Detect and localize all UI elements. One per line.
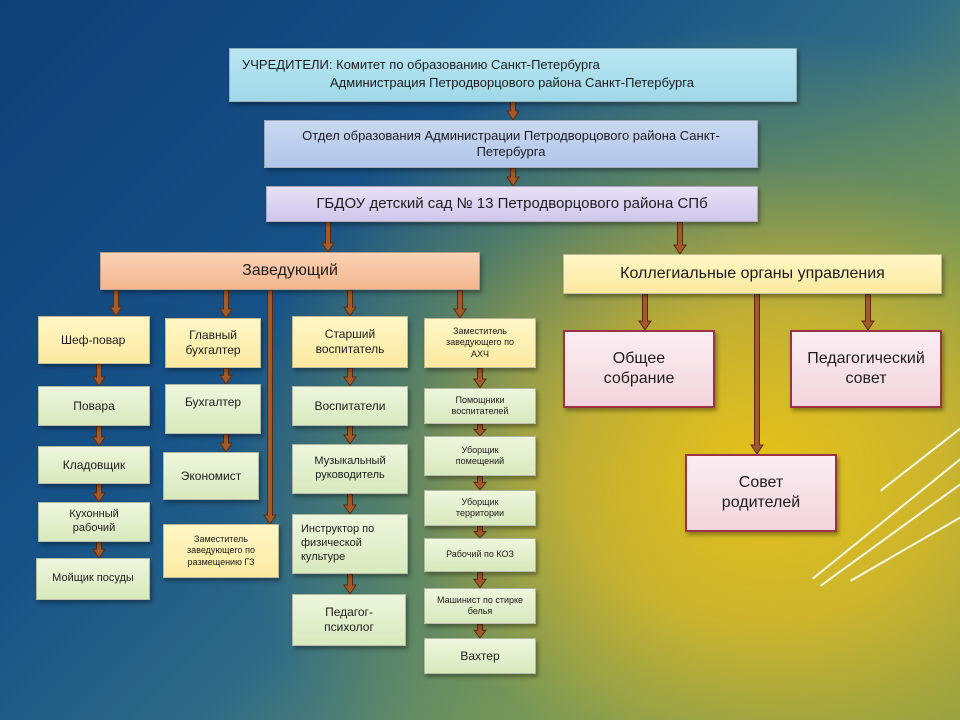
chef-subordinate-label: Мойщик посуды (52, 572, 134, 585)
teacher-subordinate-label: Музыкальный руководитель (314, 455, 386, 481)
ahch-subordinate-box: Уборщик помещений (424, 436, 536, 476)
ahch-subordinate-label: Вахтер (460, 648, 500, 663)
teacher-subordinate-box: Инструктор по физической культуре (292, 514, 408, 574)
connector-arrow (343, 573, 357, 595)
accountant-subordinate-box: Бухгалтер (165, 384, 261, 434)
connector-arrow (472, 525, 488, 539)
connector-arrow (343, 425, 357, 445)
connector-arrow (750, 293, 764, 455)
connector-arrow (263, 289, 277, 525)
senior-teacher-box: Старший воспитатель (292, 316, 408, 368)
teacher-subordinate-label: Инструктор по физической культуре (301, 523, 375, 563)
connector-arrow (472, 423, 488, 437)
chef-label: Шеф-повар (61, 332, 126, 347)
education-department-label: Отдел образования Администрации Петродво… (302, 127, 720, 159)
teacher-subordinate-box: Музыкальный руководитель (292, 444, 408, 494)
accountant-subordinate-box: Экономист (163, 452, 259, 500)
chief-accountant-box: Главный бухгалтер (165, 318, 261, 368)
founders-line-2: Администрация Петродворцового района Сан… (330, 75, 694, 91)
gz-deputy-box: Заместитель заведующего по размещению ГЗ (163, 524, 279, 578)
decorative-line (880, 422, 960, 492)
teacher-subordinate-label: Педагог-психолог (324, 605, 374, 634)
ahch-subordinate-label: Машинист по стирке белья (436, 594, 524, 616)
chef-subordinate-box: Кладовщик (38, 446, 150, 484)
accountant-subordinate-label: Бухгалтер (184, 395, 242, 409)
connector-arrow (343, 289, 357, 317)
connector-arrow (472, 475, 488, 491)
head-label: Заведующий (242, 262, 338, 279)
chef-subordinate-box: Мойщик посуды (36, 558, 150, 600)
education-department-box: Отдел образования Администрации Петродво… (264, 120, 758, 168)
parents-council-label: Совет родителей (721, 474, 801, 511)
ahch-subordinate-label: Рабочий по КОЗ (446, 549, 514, 560)
pedagogical-council-label: Педагогический совет (807, 350, 925, 387)
founders-line-1: УЧРЕДИТЕЛИ: Комитет по образованию Санкт… (242, 57, 600, 72)
accountant-subordinate-label: Экономист (180, 468, 242, 483)
connector-arrow (92, 483, 106, 503)
kindergarten-box: ГБДОУ детский сад № 13 Петродворцового р… (266, 186, 758, 222)
connector-arrow (473, 571, 487, 589)
teacher-subordinate-label: Воспитатели (314, 398, 386, 413)
connector-arrow (219, 367, 233, 385)
teacher-subordinate-box: Педагог-психолог (292, 594, 406, 646)
connector-arrow (109, 289, 123, 317)
general-meeting-label: Общее собрание (603, 350, 675, 387)
connector-arrow (321, 221, 335, 253)
ahch-subordinate-box: Машинист по стирке белья (424, 588, 536, 624)
connector-arrow (506, 167, 520, 187)
chief-accountant-label: Главный бухгалтер (185, 328, 241, 357)
general-meeting-box: Общее собрание (563, 330, 715, 408)
ahch-subordinate-label: Уборщик территории (455, 496, 505, 518)
connector-arrow (219, 289, 233, 319)
connector-arrow (638, 293, 652, 331)
ahch-deputy-label: Заместитель заведующего по АХЧ (446, 326, 514, 359)
head-box: Заведующий (100, 252, 480, 290)
connector-arrow (861, 293, 875, 331)
connector-arrow (219, 433, 233, 453)
connector-arrow (92, 541, 106, 559)
parents-council-box: Совет родителей (685, 454, 837, 532)
gz-deputy-label: Заместитель заведующего по размещению ГЗ (187, 534, 255, 567)
connector-arrow (343, 367, 357, 387)
chef-subordinate-box: Повара (38, 386, 150, 426)
connector-arrow (472, 623, 488, 639)
connector-arrow (453, 289, 467, 319)
decorative-line (850, 500, 960, 582)
pedagogical-council-box: Педагогический совет (790, 330, 942, 408)
senior-teacher-label: Старший воспитатель (315, 327, 385, 356)
chef-box: Шеф-повар (38, 316, 150, 364)
collegial-bodies-box: Коллегиальные органы управления (563, 254, 942, 294)
ahch-subordinate-box: Уборщик территории (424, 490, 536, 526)
connector-arrow (473, 367, 487, 389)
connector-arrow (92, 363, 106, 387)
connector-arrow (343, 493, 357, 515)
kindergarten-label: ГБДОУ детский сад № 13 Петродворцового р… (316, 194, 708, 212)
connector-arrow (673, 221, 687, 255)
chef-subordinate-label: Повара (73, 398, 115, 413)
chef-subordinate-box: Кухонный рабочий (38, 502, 150, 542)
collegial-bodies-label: Коллегиальные органы управления (620, 265, 885, 282)
ahch-subordinate-box: Вахтер (424, 638, 536, 674)
connector-arrow (506, 101, 520, 121)
ahch-subordinate-label: Уборщик помещений (455, 444, 505, 466)
ahch-subordinate-box: Рабочий по КОЗ (424, 538, 536, 572)
ahch-subordinate-box: Помощники воспитателей (424, 388, 536, 424)
chef-subordinate-label: Кладовщик (62, 457, 126, 472)
ahch-subordinate-label: Помощники воспитателей (451, 394, 509, 416)
chef-subordinate-label: Кухонный рабочий (69, 508, 119, 534)
teacher-subordinate-box: Воспитатели (292, 386, 408, 426)
connector-arrow (92, 425, 106, 447)
ahch-deputy-box: Заместитель заведующего по АХЧ (424, 318, 536, 368)
founders-box: УЧРЕДИТЕЛИ: Комитет по образованию Санкт… (229, 48, 797, 102)
